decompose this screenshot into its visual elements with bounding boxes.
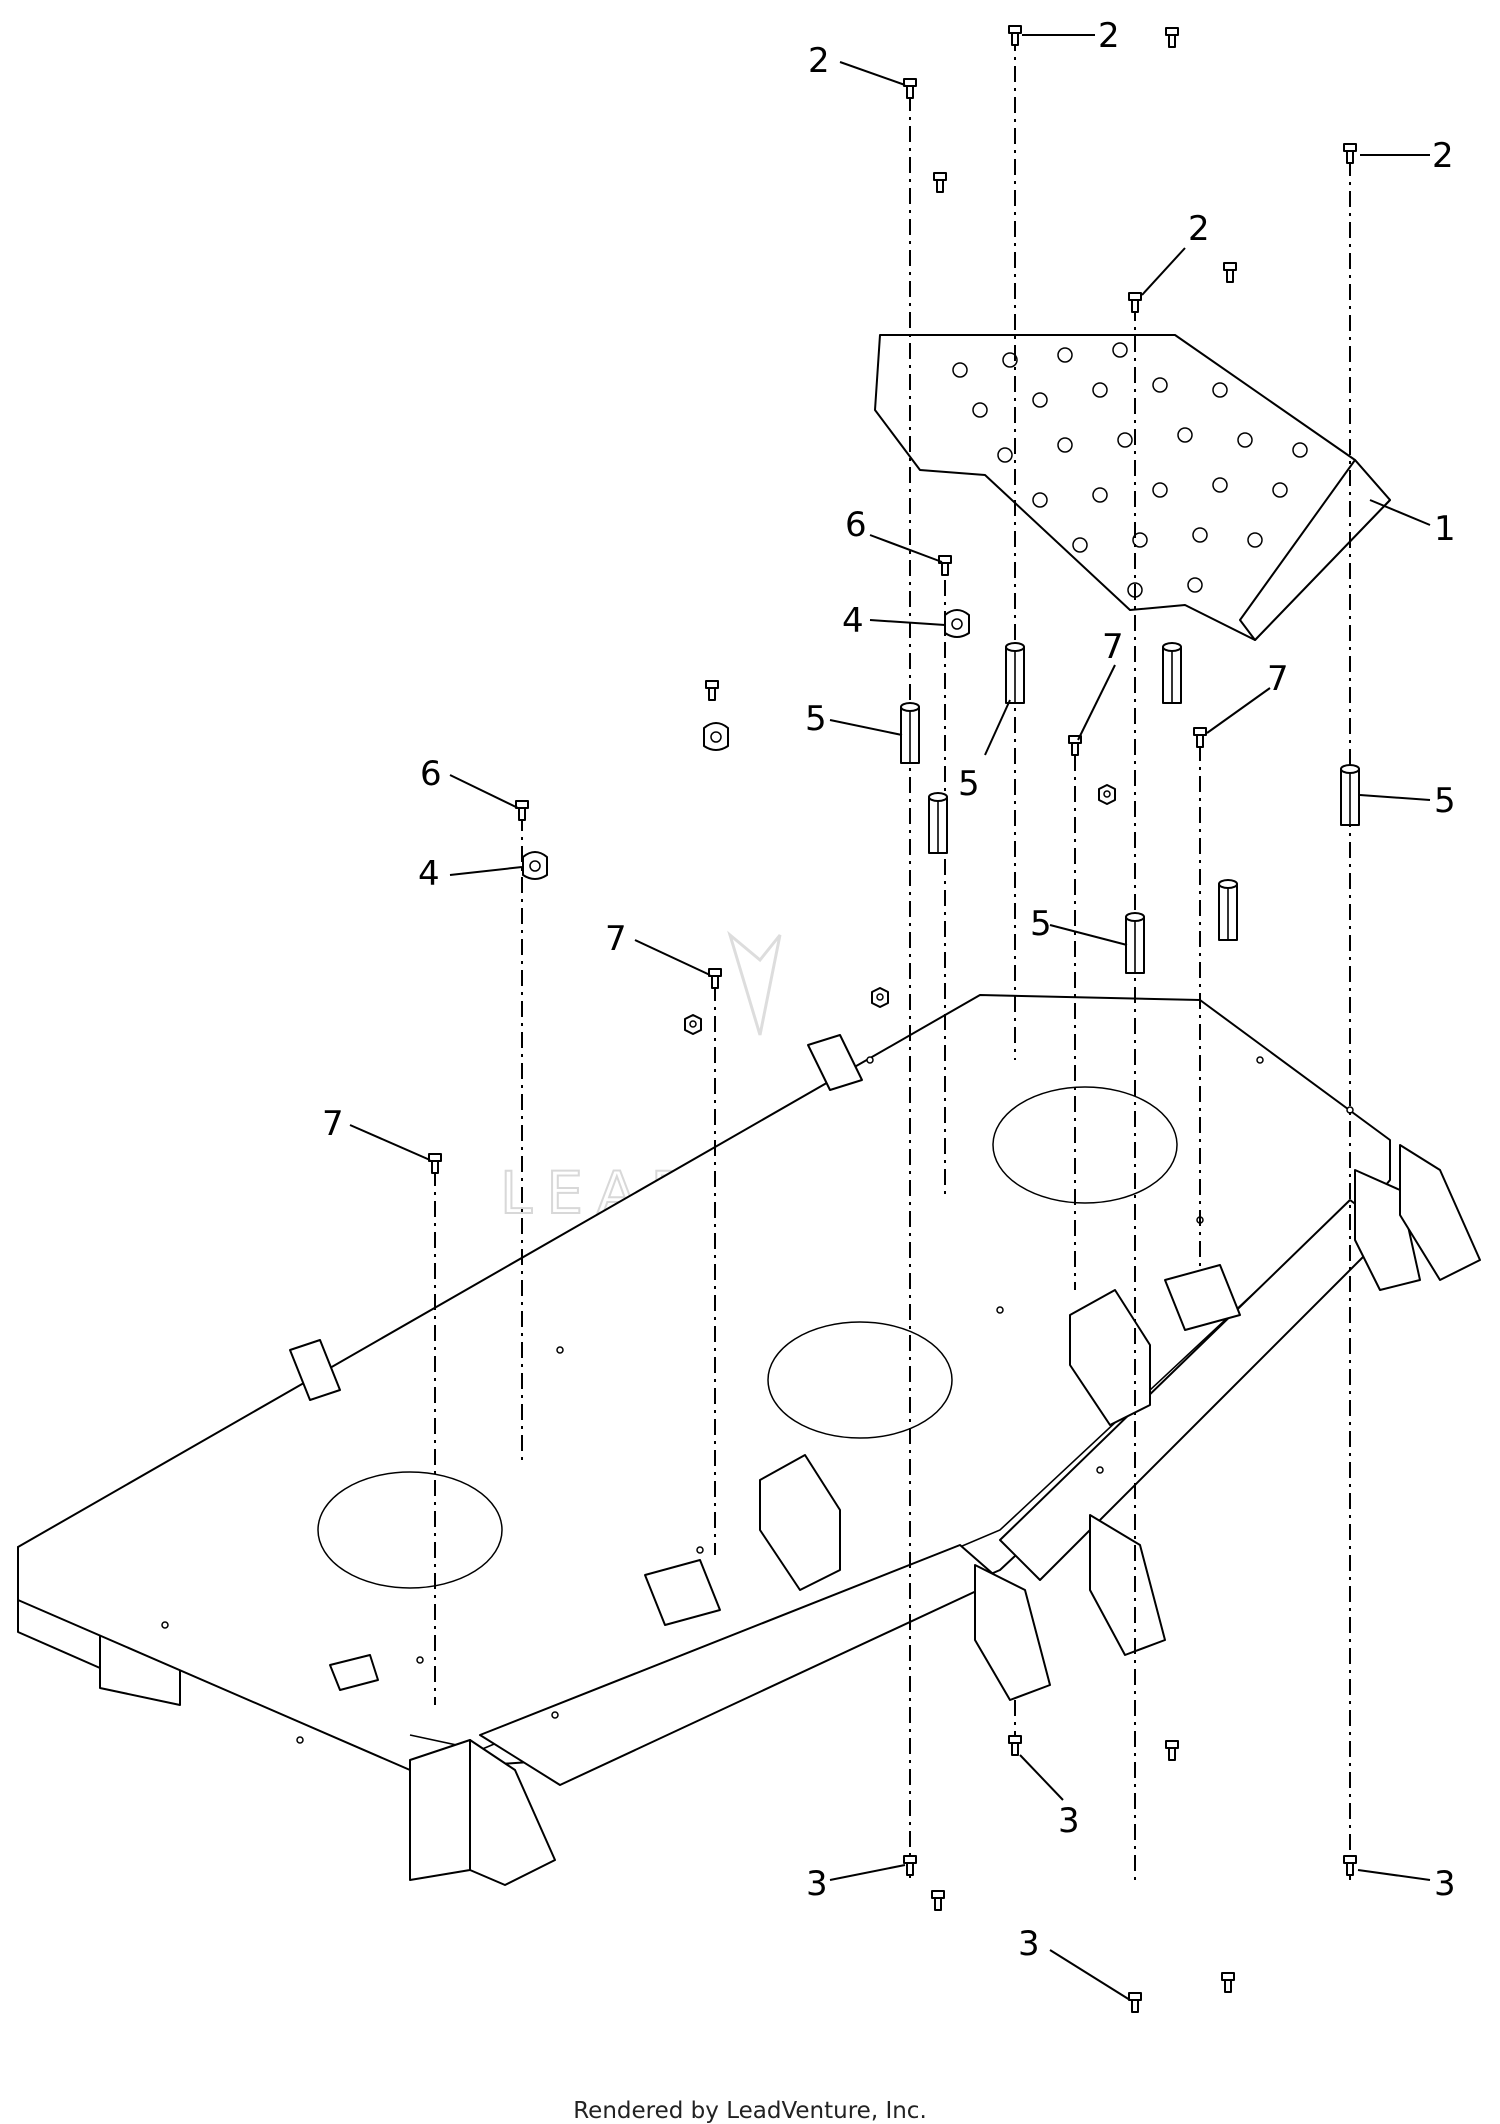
callout-7: 7 [605, 919, 627, 959]
cable-clamp-icon [522, 851, 548, 880]
screw-icon [708, 968, 722, 989]
callout-5: 5 [1434, 781, 1456, 821]
callout-4: 4 [842, 601, 864, 641]
callout-3: 3 [806, 1864, 828, 1904]
hex-spacer-icon [1125, 912, 1145, 974]
foot-plate [874, 334, 1391, 641]
cable-clamp-icon [944, 609, 970, 638]
callout-5: 5 [805, 699, 827, 739]
leader-lines [349, 34, 1431, 2001]
screw-icon [1343, 1855, 1357, 1876]
hex-spacer-icon [1005, 642, 1025, 704]
callout-5: 5 [1030, 904, 1052, 944]
screw-icon [933, 172, 947, 193]
callout-6: 6 [845, 505, 867, 545]
nut-icon [684, 1014, 702, 1035]
mower-deck [17, 994, 1481, 1886]
callout-3: 3 [1058, 1801, 1080, 1841]
hex-spacer-icon [1218, 879, 1238, 941]
screw-icon [1165, 1740, 1179, 1761]
screw-icon [705, 680, 719, 701]
callout-3: 3 [1018, 1924, 1040, 1964]
cable-clamp-icon [703, 722, 729, 751]
callout-2: 2 [1188, 209, 1210, 249]
callout-2: 2 [1432, 136, 1454, 176]
nut-icon [871, 987, 889, 1008]
screw-icon [1128, 292, 1142, 313]
callout-7: 7 [1267, 659, 1289, 699]
callout-2: 2 [1098, 16, 1120, 56]
screw-icon [1221, 1972, 1235, 1993]
nut-icon [1098, 784, 1116, 805]
screw-icon [1193, 727, 1207, 748]
hex-spacers [900, 642, 1360, 974]
screw-icon [1165, 27, 1179, 48]
callout-2: 2 [808, 41, 830, 81]
screw-icon [903, 1855, 917, 1876]
screw-icon [1008, 25, 1022, 46]
hex-spacer-icon [1162, 642, 1182, 704]
callout-7: 7 [1102, 627, 1124, 667]
screw-icon [903, 78, 917, 99]
callout-4: 4 [418, 854, 440, 894]
plate-bumps [952, 342, 1308, 598]
callout-3: 3 [1434, 1864, 1456, 1904]
screw-icon [1008, 1735, 1022, 1756]
hex-spacer-icon [900, 702, 920, 764]
screw-icon [515, 800, 529, 821]
callout-labels: 2 2 2 2 1 6 4 5 5 7 7 5 5 6 4 7 7 3 3 3 … [322, 16, 1456, 1964]
screw-icon [1343, 143, 1357, 164]
assembly-lines [434, 35, 1351, 1885]
callout-7: 7 [322, 1104, 344, 1144]
callout-6: 6 [420, 754, 442, 794]
callout-1: 1 [1434, 509, 1456, 549]
callout-5: 5 [958, 764, 980, 804]
screw-icon [1223, 262, 1237, 283]
screw-icon [428, 1153, 442, 1174]
footer-credit: Rendered by LeadVenture, Inc. [573, 2098, 927, 2124]
hex-spacer-icon [1340, 764, 1360, 826]
hex-spacer-icon [928, 792, 948, 854]
screw-icon [931, 1890, 945, 1911]
screw-icon [1128, 1992, 1142, 2013]
screw-icon [938, 555, 952, 576]
